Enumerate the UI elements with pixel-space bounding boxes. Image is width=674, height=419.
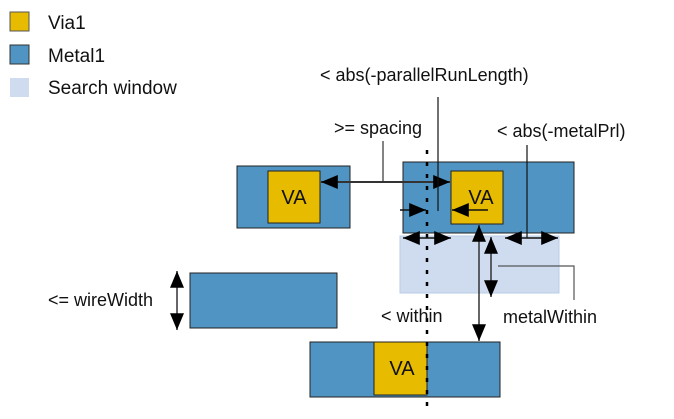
legend-item-search-window: Search window: [10, 78, 177, 99]
annotation-within: < within: [381, 306, 443, 326]
annotation-wire-width: <= wireWidth: [48, 290, 153, 310]
metal-within-leader: [498, 265, 575, 300]
right-via-label: VA: [468, 187, 494, 209]
metal1-swatch: [9, 44, 30, 65]
legend-label-search-window: Search window: [48, 78, 177, 99]
bottom-via-label: VA: [389, 358, 415, 380]
legend-item-via1: Via1: [9, 11, 86, 34]
legend-label-metal1: Metal1: [48, 46, 105, 67]
left-metal-shape: VA: [236, 165, 351, 229]
bottom-metal-shape: VA: [309, 341, 501, 398]
legend-item-metal1: Metal1: [9, 44, 105, 67]
left-via1: [267, 170, 321, 224]
annotation-metal-prl: < abs(-metalPrl): [497, 121, 626, 141]
right-metal-shape: VA: [402, 161, 575, 234]
annotation-metal-within: metalWithin: [503, 307, 597, 327]
search-window-swatch: [10, 78, 29, 97]
via1-swatch: [9, 11, 30, 32]
annotation-parallel-run-length: < abs(-parallelRunLength): [320, 65, 529, 85]
legend: Via1 Metal1 Search window: [9, 11, 177, 99]
left-via-label: VA: [281, 187, 307, 209]
annotation-spacing: >= spacing: [334, 118, 422, 138]
legend-label-via1: Via1: [48, 13, 86, 34]
bottom-via1: [373, 341, 428, 396]
wire-metal1: [189, 272, 338, 329]
